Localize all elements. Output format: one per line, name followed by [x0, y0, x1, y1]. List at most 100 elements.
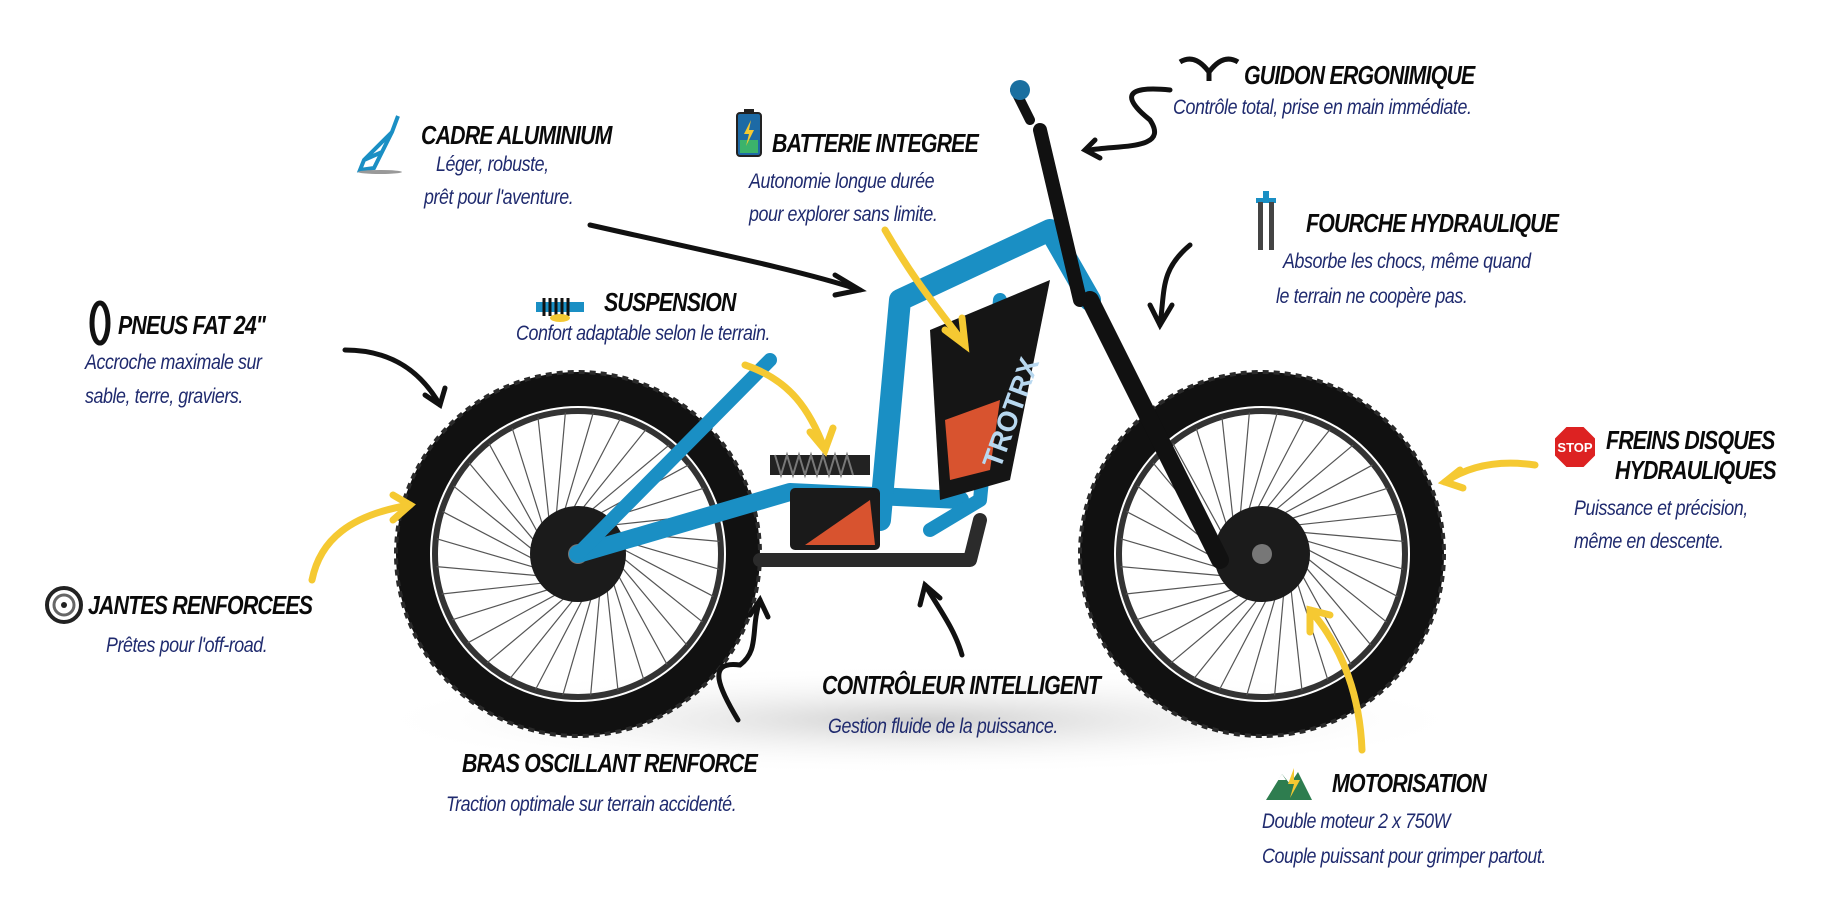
feature-desc: Traction optimale sur terrain accidenté.	[446, 793, 737, 816]
spoke	[486, 592, 571, 664]
feature-title: Motorisation	[1332, 768, 1487, 798]
feature-desc: sable, terre, graviers.	[85, 385, 243, 408]
spoke	[562, 590, 594, 696]
feature-desc: Accroche maximale sur	[85, 351, 262, 374]
arrow-controleur	[922, 582, 965, 658]
spoke	[509, 593, 579, 679]
spoke	[616, 561, 688, 646]
shock-absorber-icon	[536, 298, 584, 322]
spoke	[1221, 417, 1235, 526]
spoke	[1300, 561, 1372, 646]
feature-desc: Léger, robuste,	[436, 153, 549, 176]
feature-desc: Autonomie longue durée	[749, 170, 935, 193]
rim-icon	[45, 586, 83, 624]
feature-desc: Puissance et précision,	[1574, 497, 1748, 520]
mountain-bolt-icon	[1266, 768, 1312, 800]
arrow-motorisation	[1306, 606, 1366, 754]
rear-shock	[770, 451, 870, 479]
feature-desc: Gestion fluide de la puissance.	[828, 715, 1058, 738]
feature-desc: le terrain ne coopère pas.	[1276, 285, 1468, 308]
spoke	[1239, 412, 1250, 521]
spoke	[1135, 586, 1240, 621]
fork-icon	[1256, 191, 1276, 250]
feature-title: Pneus fat 24"	[118, 310, 266, 340]
spoke	[616, 545, 714, 597]
spoke	[1277, 464, 1373, 518]
spoke	[1193, 593, 1263, 679]
tire-icon	[89, 300, 111, 346]
spoke	[1298, 538, 1404, 570]
spoke	[1290, 513, 1399, 527]
feature-title: hydrauliques	[1615, 455, 1777, 485]
spoke	[610, 576, 645, 681]
spoke	[1120, 566, 1229, 577]
arrow-bras	[716, 597, 763, 723]
spoke	[1246, 412, 1278, 518]
spoke	[436, 538, 542, 570]
spoke	[1289, 582, 1303, 691]
spoke	[1195, 427, 1230, 532]
svg-text:STOP: STOP	[1557, 440, 1592, 455]
feature-title: Jantes renforcees	[88, 590, 313, 620]
spoke	[617, 553, 703, 623]
handlebar-icon	[1178, 56, 1240, 81]
feature-title: Freins disques	[1606, 425, 1775, 455]
arrow-cadre	[587, 222, 863, 293]
feature-title: Suspension	[604, 287, 736, 317]
spoke	[537, 417, 551, 526]
feature-desc: Couple puissant pour grimper partout.	[1262, 845, 1546, 868]
spoke	[441, 581, 550, 595]
feature-desc: prêt pour l'aventure.	[424, 186, 574, 209]
spoke	[453, 485, 539, 555]
spoke	[605, 582, 619, 691]
spoke	[535, 592, 587, 690]
feature-desc: Prêtes pour l'off-road.	[106, 634, 268, 657]
arrow-batterie	[881, 226, 969, 349]
arrow-pneus	[342, 347, 443, 408]
spoke	[488, 443, 542, 539]
callout-arrows	[308, 86, 1539, 754]
spoke	[468, 462, 540, 547]
feature-title: Bras oscillant renforce	[462, 748, 758, 778]
stop-sign-icon: STOP	[1553, 425, 1597, 469]
spoke	[1151, 590, 1247, 644]
spoke	[1274, 587, 1285, 696]
feature-desc: Contrôle total, prise en main immédiate.	[1173, 96, 1472, 119]
spoke	[1261, 429, 1331, 515]
spoke	[1120, 538, 1226, 570]
feature-desc: pour explorer sans limite.	[749, 203, 938, 226]
spoke	[1125, 581, 1234, 595]
spoke	[1284, 487, 1389, 522]
spoke	[562, 412, 594, 518]
arrow-suspension	[741, 361, 829, 454]
spoke	[1246, 590, 1278, 696]
spoke	[569, 418, 621, 516]
spoke	[1253, 418, 1305, 516]
arrow-fourche	[1157, 242, 1193, 328]
feature-desc: même en descente.	[1574, 530, 1724, 553]
battery-icon	[736, 109, 762, 157]
fork	[1010, 80, 1229, 569]
spoke	[1300, 545, 1398, 597]
spoke	[1219, 592, 1271, 690]
battery-pack: TROTRX	[930, 280, 1050, 500]
spoke	[1170, 592, 1255, 664]
spoke	[442, 511, 540, 563]
bike-frame-icon	[356, 115, 402, 174]
spoke	[577, 429, 647, 515]
feature-title: Guidon ergonimique	[1244, 60, 1475, 90]
spoke	[1301, 553, 1387, 623]
spoke	[585, 444, 670, 516]
spoke	[451, 586, 556, 621]
spoke	[467, 590, 563, 644]
arrow-jantes	[308, 501, 414, 584]
feature-title: Contrôleur intelligent	[822, 670, 1101, 700]
feature-title: Fourche hydraulique	[1306, 208, 1559, 238]
spoke	[1295, 531, 1404, 542]
spoke	[614, 569, 668, 665]
feature-desc: Confort adaptable selon le terrain.	[516, 322, 771, 345]
spoke	[511, 427, 546, 532]
spoke	[1172, 443, 1226, 539]
feature-desc: Double moteur 2 x 750W	[1262, 810, 1451, 833]
